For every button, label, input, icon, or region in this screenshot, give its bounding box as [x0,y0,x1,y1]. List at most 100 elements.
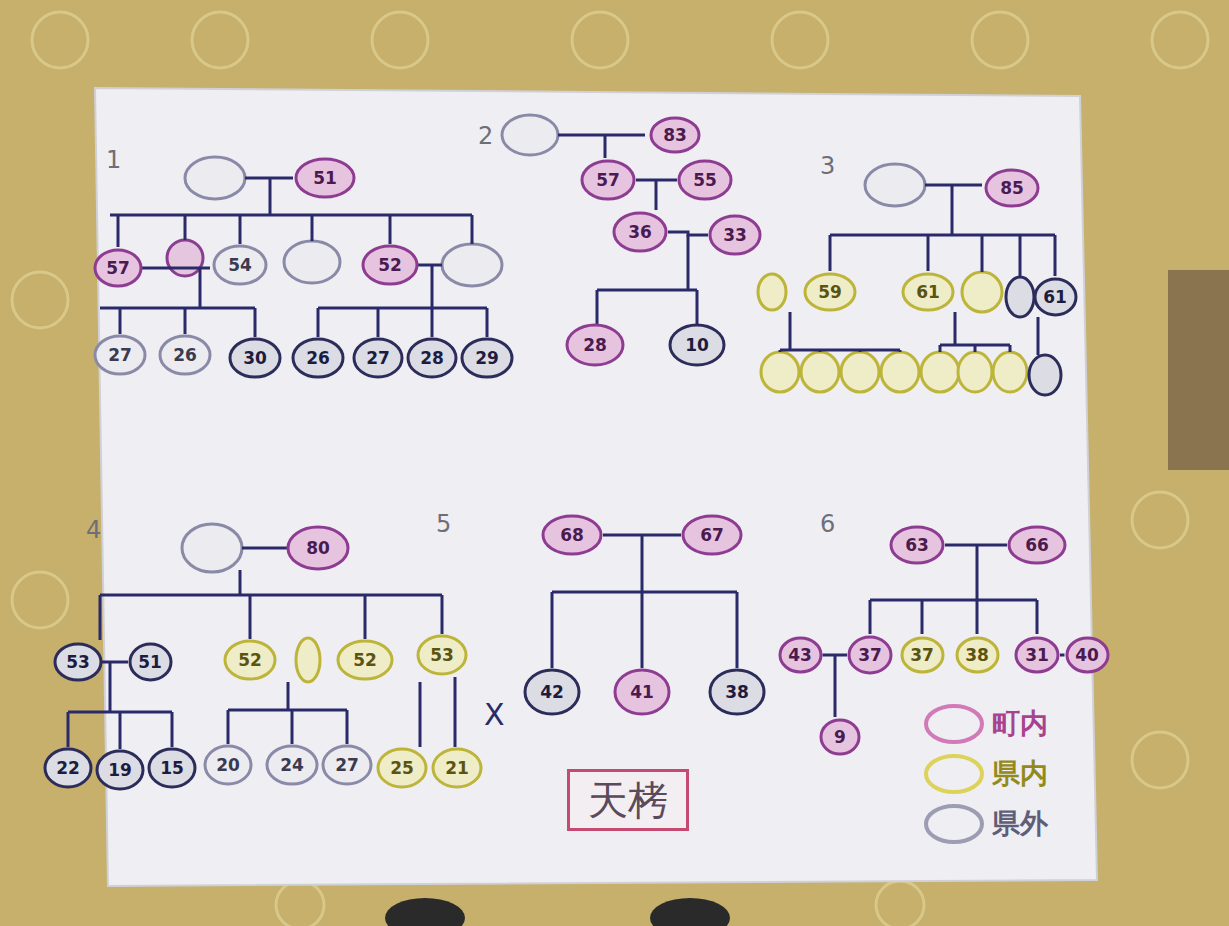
person-circle: 66 [1007,525,1067,565]
age-number: 85 [1000,180,1024,197]
person-circle: 25 [376,747,428,789]
person-circle: 31 [1014,636,1060,674]
person-circle: 61 [1033,277,1078,317]
marriage-line [1060,654,1065,657]
age-number: 52 [238,652,262,669]
tree-number: 6 [820,512,835,536]
person-circle: 27 [352,337,404,379]
person-circle: 52 [223,639,277,681]
person-circle: 10 [668,323,726,367]
age-number: 15 [160,760,184,777]
legend-row: 県内 [922,752,1048,796]
person-circle: 85 [984,168,1040,208]
tree-number: 3 [820,154,835,178]
tree-number: 4 [86,518,101,542]
person-circle: 54 [212,244,268,286]
person-circle: 53 [416,634,468,676]
blank-circles [167,115,1061,682]
person-circle: 27 [321,744,373,786]
person-circle: 61 [901,272,955,312]
person-circle: 24 [265,744,319,786]
age-number: 61 [1043,289,1067,306]
person-circle: 42 [523,668,581,716]
person-circle: 15 [147,747,197,789]
person-circle: 41 [613,668,671,716]
person-circle: 52 [336,639,394,681]
age-number: 59 [818,284,842,301]
person-circle: 21 [431,747,483,789]
age-number: 28 [583,337,607,354]
person-circle: 28 [565,323,625,367]
age-number: 26 [306,350,330,367]
paper-sheet [95,88,1097,886]
marriage-line [945,544,1007,547]
age-number: 52 [353,652,377,669]
legend-row: 町内 [922,702,1048,746]
person-circle: 53 [53,642,103,682]
age-number: 51 [138,654,162,671]
person-circle: 63 [889,525,945,565]
title-text: 天栲 [588,777,668,823]
age-number: 37 [910,647,934,664]
legend-swatch [922,752,986,796]
person-circle: 28 [406,337,458,379]
age-number: 29 [475,350,499,367]
age-number: 9 [834,729,846,746]
age-number: 68 [560,527,584,544]
legend-swatch [922,802,986,846]
person-circle: 43 [778,636,823,674]
age-number: 38 [965,647,989,664]
age-number: 22 [56,760,80,777]
person-circle: 27 [93,334,147,376]
person-circle: 37 [900,636,945,674]
age-number: 63 [905,537,929,554]
tree-number: 5 [436,512,451,536]
age-number: 52 [378,257,402,274]
age-number: 67 [700,527,724,544]
tree-number: 2 [478,124,493,148]
age-number: 40 [1075,647,1099,664]
person-circle: 19 [95,749,145,791]
age-number: 43 [788,647,812,664]
person-circle: 67 [681,514,743,556]
legend-text: 県内 [992,760,1048,788]
age-number: 53 [430,647,454,664]
person-circle: 55 [677,159,733,201]
age-number: 66 [1025,537,1049,554]
age-number: 55 [693,172,717,189]
age-number: 53 [66,654,90,671]
person-circle: 51 [294,157,356,199]
person-circle: 59 [803,272,857,312]
age-number: 19 [108,762,132,779]
shoe [385,898,465,926]
age-number: 80 [306,540,330,557]
age-number: 42 [540,684,564,701]
person-circle: 22 [43,747,93,789]
tree-number: 1 [106,148,121,172]
marriage-line [668,232,708,235]
age-number: 25 [390,760,414,777]
person-circle: 38 [708,668,766,716]
person-circle: 26 [291,337,345,379]
age-number: 38 [725,684,749,701]
age-number: 10 [685,337,709,354]
person-circle: 9 [819,718,861,756]
side-object [1168,270,1229,470]
age-number: 26 [173,347,197,364]
age-number: 28 [420,350,444,367]
cross-mark: X [484,700,505,730]
person-circle: 52 [361,244,419,286]
shoe [650,898,730,926]
age-number: 37 [858,647,882,664]
person-circle: 80 [286,525,350,571]
person-circle: 33 [708,214,762,256]
age-number: 27 [366,350,390,367]
age-number: 21 [445,760,469,777]
person-circle: 51 [128,642,173,682]
age-number: 33 [723,227,747,244]
person-circle: 40 [1065,636,1110,674]
person-circle: 29 [460,337,514,379]
title-box: 天栲 [567,769,689,831]
marriage-line [823,654,848,657]
age-number: 24 [280,757,304,774]
